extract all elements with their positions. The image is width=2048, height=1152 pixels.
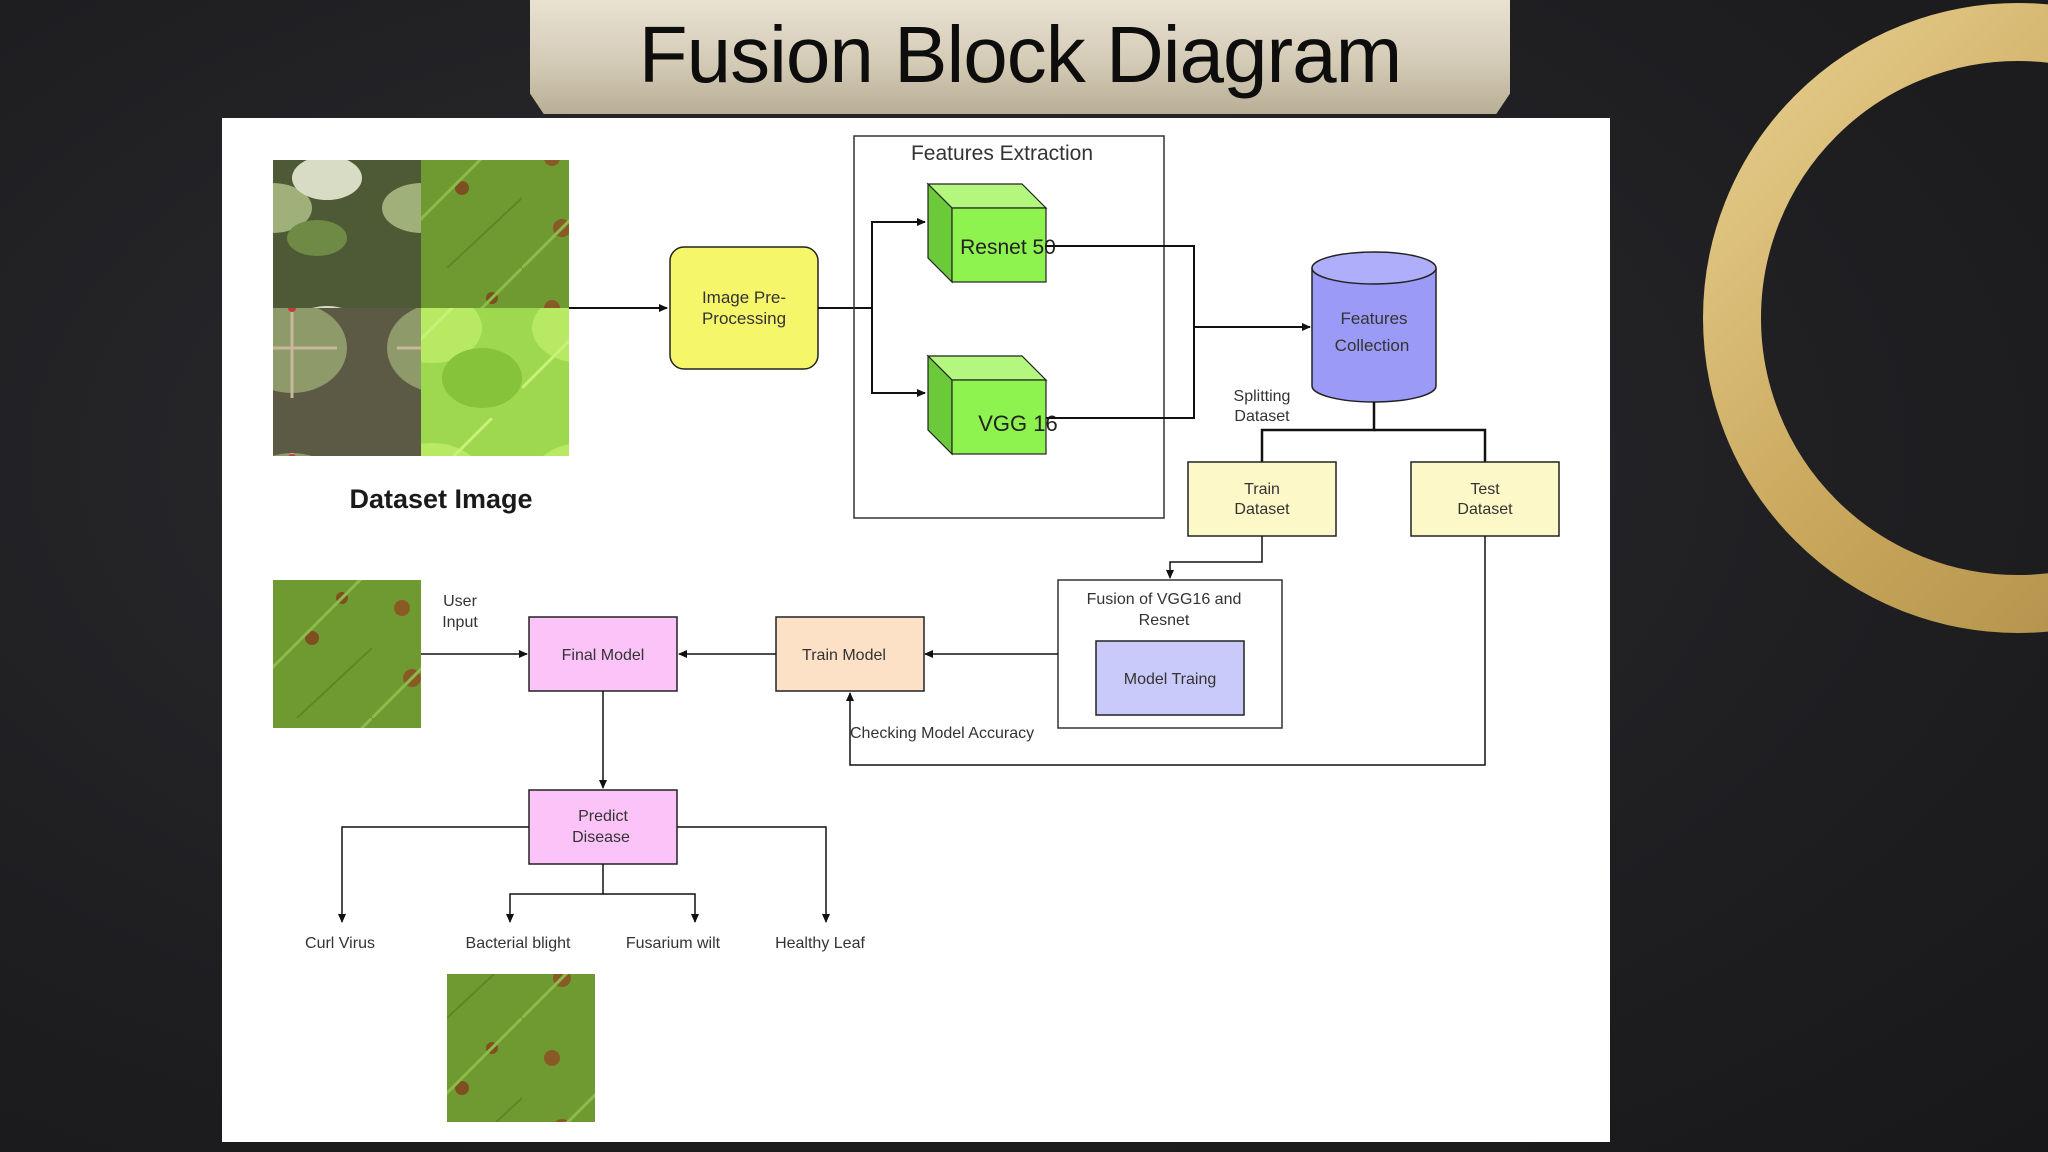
features-extraction-frame <box>853 135 1165 519</box>
model-training-box <box>1095 640 1245 716</box>
dataset-image-4 <box>421 308 569 456</box>
dataset-image-2 <box>421 160 569 308</box>
vgg-cube: VGG 16 <box>926 354 1058 456</box>
title-banner: Fusion Block Diagram <box>530 0 1510 114</box>
dataset-image-3 <box>273 308 421 456</box>
page-title: Fusion Block Diagram <box>638 10 1402 99</box>
block-diagram: Dataset Image Image Pre-Processing Featu… <box>273 135 1560 1122</box>
resnet-label: Resnet 50 <box>960 236 1056 259</box>
diagram-panel: Dataset Image Image Pre-Processing Featu… <box>222 118 1610 1142</box>
arrow-to-fusarium-wilt <box>603 893 699 923</box>
predict-disease-box <box>528 789 678 865</box>
model-training-label: Model Traing <box>1124 671 1217 688</box>
dataset-image-collage <box>273 160 569 456</box>
train-model-label: Train Model <box>802 647 886 664</box>
vgg-label: VGG 16 <box>978 411 1057 436</box>
dataset-image-1 <box>273 160 421 308</box>
connector-split-train <box>1260 402 1376 462</box>
arrow-to-curl-virus <box>338 826 529 923</box>
resnet-cube: Resnet 50 <box>926 182 1056 284</box>
train-dataset-box <box>1187 461 1337 537</box>
class-curl-virus: Curl Virus <box>305 935 375 952</box>
user-input-image <box>273 580 421 728</box>
preprocess-box <box>669 246 819 370</box>
dataset-image-label: Dataset Image <box>349 484 532 514</box>
connector-cubes <box>1046 245 1195 419</box>
class-fusarium-wilt: Fusarium wilt <box>626 935 721 952</box>
checking-accuracy-label: Checking Model Accuracy <box>850 725 1034 742</box>
test-dataset-box <box>1410 461 1560 537</box>
arrow-train-to-fusion <box>1166 536 1263 579</box>
class-bacterial-blight: Bacterial blight <box>466 935 572 952</box>
arrow-to-vgg <box>871 308 926 397</box>
gold-ring-shape <box>1703 3 2048 633</box>
connector-split-test <box>1374 428 1487 462</box>
arrow-to-bacterial-blight <box>506 864 604 923</box>
arrow-test-to-train-model <box>846 536 1486 766</box>
train-model-box <box>775 616 925 692</box>
features-extraction-label: Features Extraction <box>911 142 1093 165</box>
arrow-to-healthy-leaf <box>677 826 830 923</box>
class-healthy-leaf: Healthy Leaf <box>775 935 865 952</box>
preprocess-label: Image Pre-Processing <box>702 288 786 328</box>
final-model-label: Final Model <box>562 647 645 664</box>
arrow-to-resnet <box>871 218 926 308</box>
final-model-box <box>528 616 678 692</box>
predicted-sample-image <box>447 974 595 1122</box>
